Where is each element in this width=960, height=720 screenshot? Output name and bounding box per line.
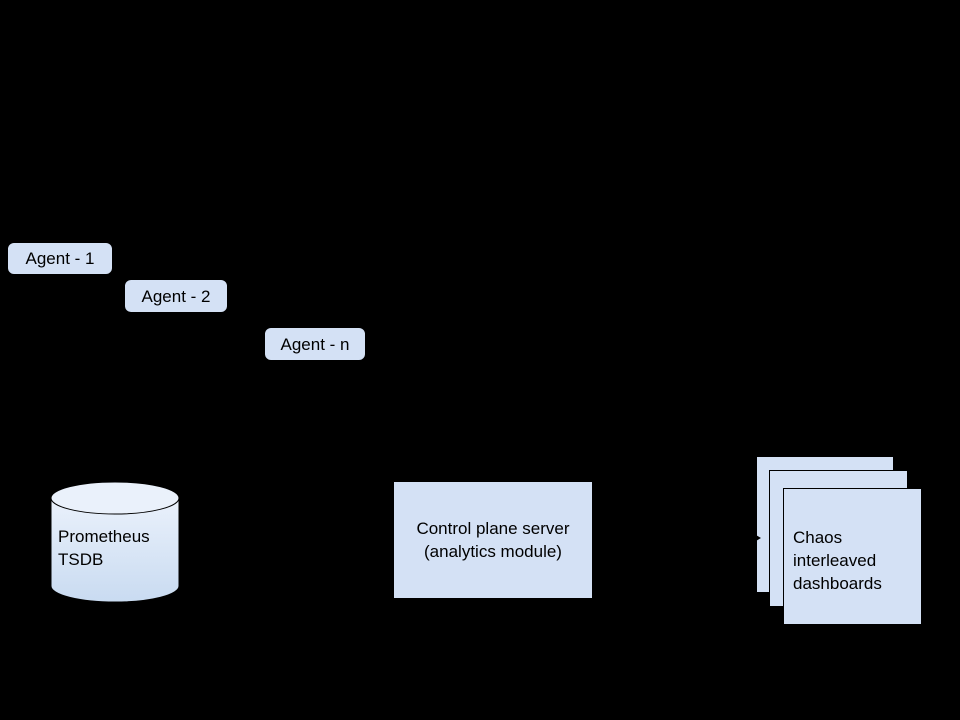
agent-n-node[interactable]: Agent - n	[264, 327, 366, 361]
prometheus-tsdb-label: Prometheus TSDB	[58, 527, 150, 569]
agent-2-label: Agent - 2	[141, 286, 211, 306]
chaos-dashboards-label: Chaos interleaved dashboards	[793, 528, 882, 593]
control-plane-server-label: Control plane server (analytics module)	[416, 519, 570, 561]
agent-1-label: Agent - 1	[25, 249, 95, 268]
arrow-to-dashboards-icon	[744, 528, 764, 548]
agent-n-label: Agent - n	[280, 334, 350, 354]
control-plane-server-node[interactable]: Control plane server (analytics module)	[393, 481, 593, 599]
cylinder-shape	[50, 481, 180, 603]
chaos-dashboards-node[interactable]	[783, 488, 922, 625]
prometheus-tsdb-node[interactable]: Prometheus TSDB	[50, 481, 180, 603]
agent-1-node[interactable]: Agent - 1	[7, 242, 113, 275]
agent-2-node[interactable]: Agent - 2	[124, 279, 228, 313]
arrowhead-shape	[749, 531, 761, 545]
